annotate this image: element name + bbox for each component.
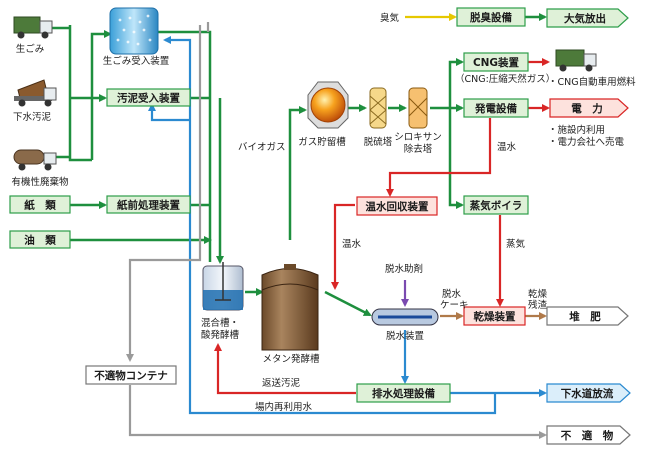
label-jonai-riyousui: 場内再利用水 bbox=[255, 401, 313, 413]
svg-text:蒸気ボイラ: 蒸気ボイラ bbox=[470, 199, 523, 212]
label-shuki: 臭気 bbox=[380, 12, 400, 24]
svg-text:CNG装置: CNG装置 bbox=[473, 56, 520, 69]
svg-text:発電設備: 発電設備 bbox=[474, 102, 517, 115]
gray-lines bbox=[126, 22, 547, 439]
line-to-cng bbox=[430, 58, 464, 110]
output-gesuido: 下水道放流 bbox=[546, 383, 631, 403]
line-to-boiler bbox=[448, 108, 464, 209]
svg-text:脱臭設備: 脱臭設備 bbox=[470, 11, 512, 24]
metan-tank-icon bbox=[261, 264, 319, 351]
box-kami-zenshori: 紙前処理装置 bbox=[106, 195, 191, 214]
svg-text:汚泥受入装置: 汚泥受入装置 bbox=[117, 92, 180, 105]
cng-truck-icon bbox=[555, 49, 597, 72]
label-shisetsu-riyo: ・施設内利用 bbox=[548, 124, 605, 136]
label-namagomi-ukeire: 生ごみ受入装置 bbox=[103, 55, 170, 67]
box-cng: CNG装置 bbox=[463, 52, 529, 72]
input-collector-line bbox=[68, 25, 92, 162]
label-onsui-2: 温水 bbox=[342, 238, 362, 250]
svg-text:堆 肥: 堆 肥 bbox=[569, 310, 601, 323]
line-onsui-to-metan bbox=[331, 203, 355, 290]
svg-text:電 力: 電 力 bbox=[571, 102, 603, 115]
output-denryoku: 電 力 bbox=[549, 98, 629, 118]
output-taiki: 大気放出 bbox=[546, 8, 629, 28]
gas-holder-icon bbox=[307, 81, 349, 129]
line-metan-to-dasshui bbox=[324, 290, 372, 317]
box-haisui-shori: 排水処理設備 bbox=[356, 383, 451, 403]
svg-text:大気放出: 大気放出 bbox=[564, 12, 606, 25]
line-to-futekibutsu-container bbox=[126, 25, 202, 362]
box-hatsuden: 発電設備 bbox=[463, 98, 529, 118]
label-cng-car: ・CNG自動車用燃料 bbox=[548, 76, 636, 88]
label-onsui-1: 温水 bbox=[497, 141, 517, 153]
svg-text:排水処理設備: 排水処理設備 bbox=[372, 387, 435, 400]
mix-tank-icon bbox=[202, 262, 244, 311]
label-siloxane-2: 除去塔 bbox=[404, 143, 433, 155]
input-box-kami: 紙 類 bbox=[9, 195, 71, 214]
box-joki-boiler: 蒸気ボイラ bbox=[463, 195, 529, 215]
svg-text:不適物コンテナ: 不適物コンテナ bbox=[94, 369, 168, 382]
line-biogas bbox=[288, 106, 307, 240]
label-hensou-odei: 返送汚泥 bbox=[262, 377, 301, 389]
line-jonai-riyousui bbox=[163, 36, 497, 415]
svg-text:下水道放流: 下水道放流 bbox=[561, 387, 614, 400]
garbage-truck-icon bbox=[13, 16, 53, 39]
label-datsuryu: 脱硫塔 bbox=[364, 136, 393, 148]
tanker-truck-icon bbox=[13, 149, 57, 171]
label-zansa-2: 残渣 bbox=[528, 299, 548, 311]
line-onsui-to-kaishu bbox=[386, 118, 492, 197]
input-box-yu: 油 類 bbox=[9, 230, 71, 249]
svg-text:紙前処理装置: 紙前処理装置 bbox=[117, 199, 180, 212]
datsuryu-tower-icon bbox=[369, 87, 387, 129]
red-lines bbox=[214, 58, 550, 395]
green-lines bbox=[40, 13, 547, 317]
siloxane-tower-icon bbox=[408, 87, 428, 129]
label-zansa-1: 乾燥 bbox=[528, 288, 548, 300]
label-namagomi: 生ごみ bbox=[16, 43, 45, 55]
blue-lines bbox=[148, 36, 547, 415]
line-to-futekibutsu bbox=[128, 385, 547, 439]
box-odei-ukeire: 汚泥受入装置 bbox=[106, 88, 191, 107]
svg-text:乾燥装置: 乾燥装置 bbox=[474, 310, 516, 323]
dasshui-device-icon bbox=[371, 308, 439, 326]
label-dasshui-jozai: 脱水助剤 bbox=[385, 263, 423, 275]
line-from-namagomi-ukeire bbox=[158, 30, 212, 262]
line-riyousui-to-odei bbox=[148, 103, 190, 122]
svg-text:紙 類: 紙 類 bbox=[24, 199, 56, 212]
box-dasshu: 脱臭設備 bbox=[456, 7, 526, 27]
label-cake-2: ケーキ bbox=[440, 300, 469, 311]
label-cng-note: （CNG:圧縮天然ガス） bbox=[455, 73, 555, 85]
dump-truck-icon bbox=[14, 79, 57, 107]
label-gas-chozo: ガス貯留槽 bbox=[298, 136, 346, 148]
svg-text:不 適 物: 不 適 物 bbox=[561, 429, 614, 442]
label-yuki-haikibutsu: 有機性廃棄物 bbox=[11, 176, 69, 188]
line-to-namagomi-ukeire bbox=[90, 30, 112, 160]
svg-text:油 類: 油 類 bbox=[24, 234, 56, 247]
box-kanso: 乾燥装置 bbox=[463, 306, 526, 326]
label-dasshui: 脱水装置 bbox=[386, 330, 424, 342]
label-biogas: バイオガス bbox=[238, 142, 286, 153]
box-onsui-kaishu: 温水回収装置 bbox=[356, 196, 438, 216]
label-gesui-odei: 下水汚泥 bbox=[13, 111, 52, 123]
label-baiden: ・電力会社へ売電 bbox=[548, 136, 625, 148]
label-joki: 蒸気 bbox=[506, 238, 526, 250]
label-kongo-2: 酸発酵槽 bbox=[201, 329, 240, 341]
namagomi-drum-icon bbox=[109, 7, 159, 55]
line-hensou-odei bbox=[214, 343, 356, 395]
label-cake-1: 脱水 bbox=[442, 288, 462, 300]
label-kongo-1: 混合槽・ bbox=[201, 317, 239, 329]
label-metan-hakko: メタン発酵槽 bbox=[262, 353, 320, 365]
svg-text:温水回収装置: 温水回収装置 bbox=[366, 200, 429, 213]
output-futekibutsu: 不 適 物 bbox=[546, 425, 631, 445]
output-taihi: 堆 肥 bbox=[546, 306, 629, 326]
box-futekibutsu-container: 不適物コンテナ bbox=[85, 365, 177, 385]
label-siloxane-1: シロキサン bbox=[394, 132, 442, 143]
